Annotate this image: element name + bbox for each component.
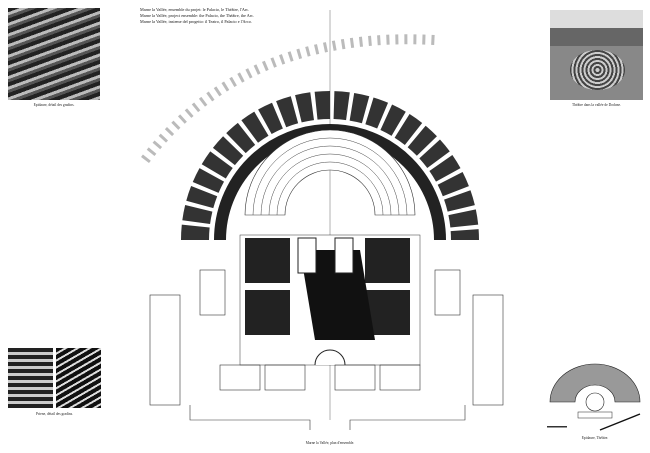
title-line-en: Marne la Vallée, project ensemble: the P… (140, 13, 255, 18)
caption-center: Marne la Vallée, plan d'ensemble. (305, 441, 355, 445)
site-plan (141, 10, 504, 430)
photo-priene-steps-2 (56, 348, 101, 408)
project-title: Marne la Vallée, ensemble du projet: le … (140, 7, 254, 25)
photo-dodona-theatre (550, 10, 643, 100)
caption-top-left: Epidaure, détail des gradins. (33, 103, 75, 107)
title-line-fr: Marne la Vallée, ensemble du projet: le … (140, 7, 250, 12)
caption-bottom-left: Priene, détail des gradins. (35, 412, 74, 416)
caption-bottom-right: Epidaure, Théâtre. (581, 436, 609, 440)
caption-top-right: Théâtre dans la vallée de Dodone. (572, 103, 621, 107)
title-line-it: Marne la Vallée, insieme del progetto: i… (140, 19, 252, 24)
photo-epidaurus-steps (8, 8, 100, 100)
epidaurus-plan (547, 363, 641, 431)
photo-priene-steps-1 (8, 348, 53, 408)
